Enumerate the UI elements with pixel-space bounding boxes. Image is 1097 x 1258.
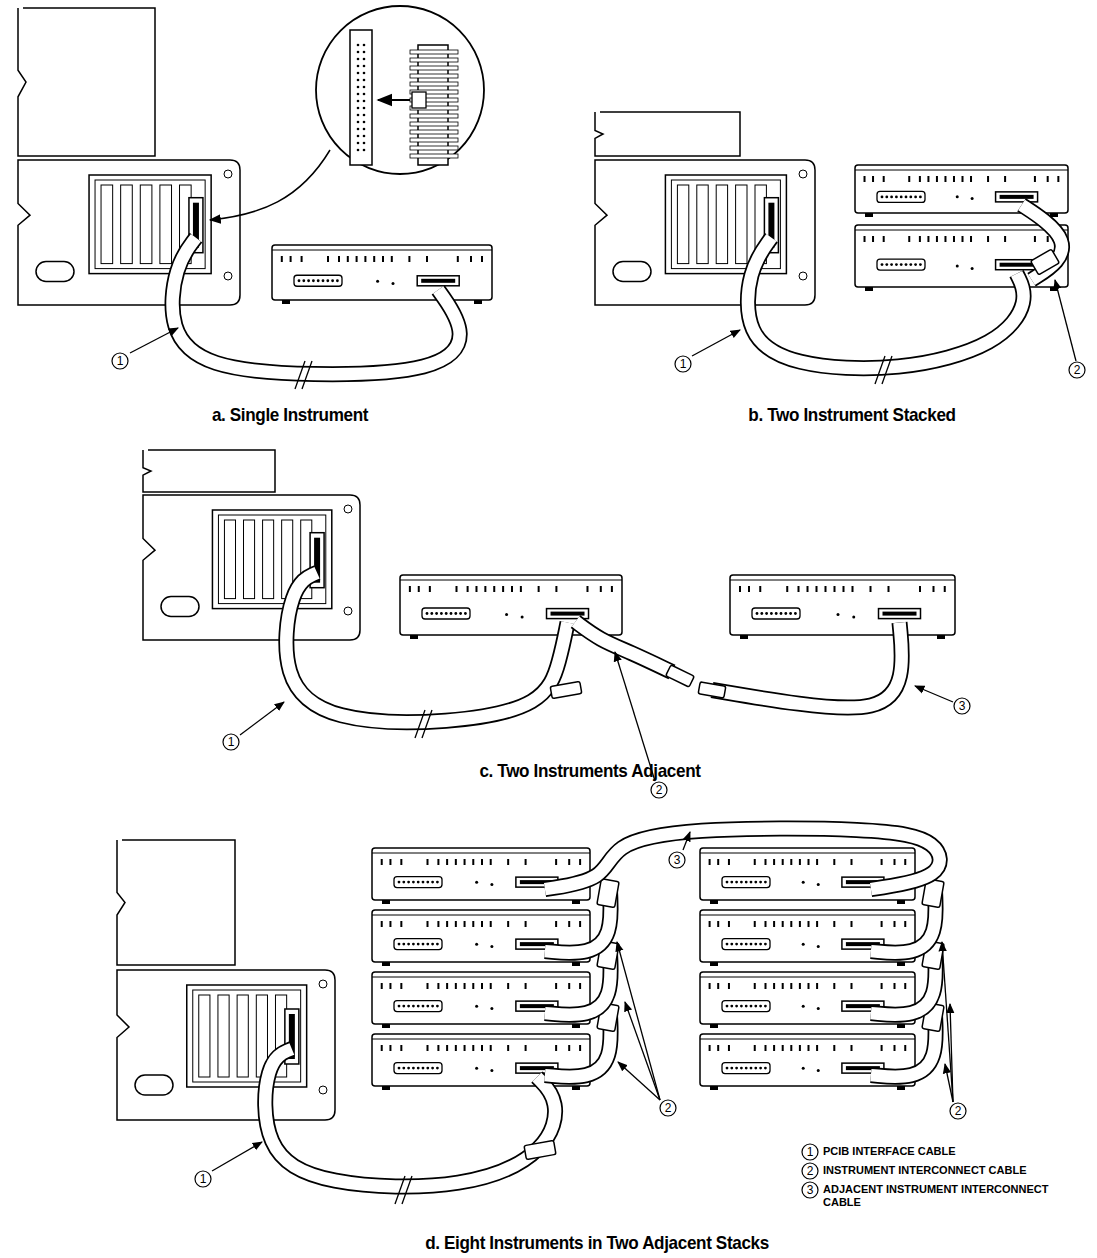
adjacent-instrument-interconnect-cable xyxy=(545,829,940,890)
monitor xyxy=(18,8,155,156)
callout-number: 1 xyxy=(807,1146,814,1158)
instrument-box xyxy=(730,575,955,639)
legend-text: PCIB INTERFACE CABLE xyxy=(823,1145,1085,1158)
callout-number: 2 xyxy=(656,784,663,796)
cable-plug xyxy=(666,665,695,687)
callout-number: 1 xyxy=(200,1173,207,1185)
callout-number: 3 xyxy=(959,700,966,712)
pcib-interface-cable xyxy=(173,238,460,374)
leader-line xyxy=(942,942,953,1102)
callout-circle xyxy=(660,1100,676,1116)
callout-circle xyxy=(802,1144,818,1160)
break-mark xyxy=(875,356,892,384)
instrument-box xyxy=(272,245,492,304)
callout-number: 1 xyxy=(117,355,124,367)
cable-plug xyxy=(597,879,619,908)
callout-circle xyxy=(195,1171,211,1187)
adjacent-instrument-interconnect-cable xyxy=(712,623,902,708)
callout-circle xyxy=(651,782,667,798)
leader-line xyxy=(692,330,740,356)
callout-circle xyxy=(669,852,685,868)
instrument-box xyxy=(700,848,915,904)
figure-caption: a. Single Instrument xyxy=(212,404,368,426)
callout-number: 2 xyxy=(665,1102,672,1114)
callout-circle xyxy=(802,1182,818,1198)
leader-line xyxy=(617,942,660,1100)
monitor xyxy=(117,840,235,965)
break-mark xyxy=(295,361,312,389)
pcib-interface-cable xyxy=(286,573,567,722)
leader-line xyxy=(212,1142,262,1171)
pcib-interface-cable xyxy=(265,1049,555,1186)
leader-line xyxy=(683,832,690,850)
computer-chassis xyxy=(18,160,240,305)
legend-text: ADJACENT INSTRUMENT INTERCONNECT CABLE xyxy=(823,1183,1085,1209)
callout-number: 3 xyxy=(674,854,681,866)
cable-plug xyxy=(1031,249,1060,275)
leader-line xyxy=(1055,280,1076,361)
leader-line xyxy=(915,686,953,702)
instrument-interconnect-cable xyxy=(1022,205,1062,280)
callout-circle xyxy=(675,356,691,372)
figure-caption: d. Eight Instruments in Two Adjacent Sta… xyxy=(425,1232,769,1254)
break-mark xyxy=(395,1176,412,1204)
computer-chassis xyxy=(595,160,815,305)
computer-chassis xyxy=(143,495,360,640)
callout-number: 2 xyxy=(807,1165,814,1177)
cable-plug xyxy=(550,681,582,698)
pcib-interface-cable xyxy=(748,238,1024,369)
leader-line xyxy=(240,702,284,735)
callout-circle xyxy=(802,1163,818,1179)
zoom-pointer xyxy=(210,150,330,220)
cable-plug xyxy=(698,682,726,698)
instrument-interconnect-cable xyxy=(576,622,672,672)
callout-number: 3 xyxy=(807,1184,814,1196)
callout-circle xyxy=(954,698,970,714)
computer-chassis xyxy=(117,970,335,1120)
zoom-detail xyxy=(316,6,484,174)
figure-caption: c. Two Instruments Adjacent xyxy=(479,760,700,782)
cable-plug xyxy=(524,1141,556,1160)
callout-circle xyxy=(1069,362,1085,378)
callout-circle xyxy=(950,1103,966,1119)
callout-number: 2 xyxy=(1074,364,1081,376)
callout-circle xyxy=(112,353,128,369)
figure-caption: b. Two Instrument Stacked xyxy=(748,404,955,426)
callout-number: 1 xyxy=(228,736,235,748)
callout-circles xyxy=(112,353,1085,1198)
leader-line xyxy=(130,328,178,353)
callout-number: 2 xyxy=(955,1105,962,1117)
callout-number: 1 xyxy=(680,358,687,370)
leader-line xyxy=(625,1002,660,1100)
legend-text: INSTRUMENT INTERCONNECT CABLE xyxy=(823,1164,1085,1177)
monitor xyxy=(143,450,275,492)
break-mark xyxy=(415,710,432,738)
instrument-box xyxy=(372,848,590,904)
monitor xyxy=(595,112,740,156)
drawing xyxy=(18,6,1076,1204)
callout-circle xyxy=(223,734,239,750)
